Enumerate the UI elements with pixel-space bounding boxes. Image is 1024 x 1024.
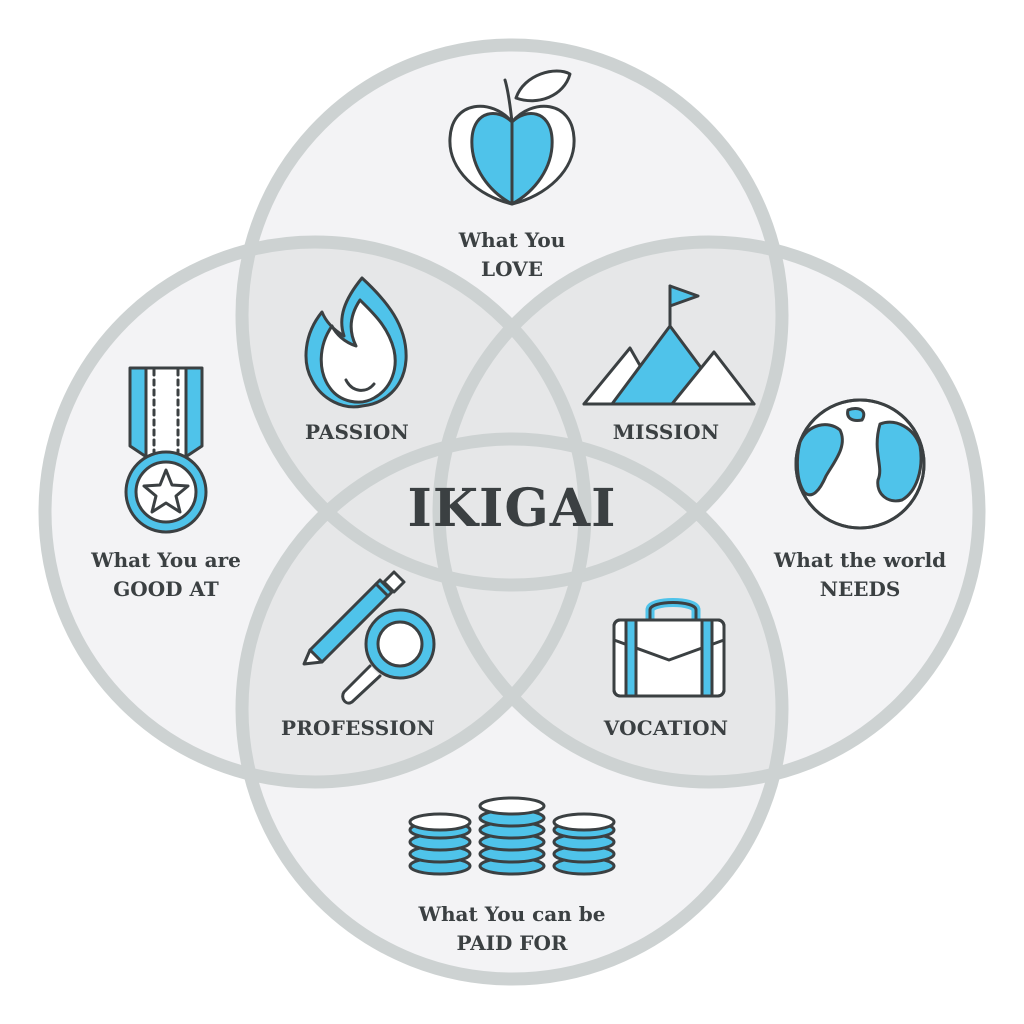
world-needs-line1: What the world xyxy=(773,548,947,572)
flame-icon xyxy=(304,276,408,409)
circle-label-paid-for: What You can be PAID FOR xyxy=(419,900,606,958)
intersection-label-vocation: VOCATION xyxy=(603,716,729,740)
circle-love xyxy=(235,38,789,592)
world-needs-line2: NEEDS xyxy=(819,577,901,601)
circle-rings xyxy=(38,38,986,986)
love-line1: What You xyxy=(458,228,566,252)
mountain-flag-icon xyxy=(582,284,756,406)
paid-for-line2: PAID FOR xyxy=(456,931,568,955)
globe-icon xyxy=(794,398,926,530)
intersection-label-profession: PROFESSION xyxy=(280,716,436,740)
intersection-label-mission: MISSION xyxy=(612,420,720,444)
circle-label-good-at: What You are GOOD AT xyxy=(91,546,241,604)
circle-world-needs xyxy=(432,235,986,789)
briefcase-icon xyxy=(612,598,726,698)
circle-label-love: What You LOVE xyxy=(459,226,566,284)
love-line2: LOVE xyxy=(481,257,543,281)
center-title: IKIGAI xyxy=(407,478,617,539)
circle-good-at xyxy=(38,235,592,789)
medal-icon xyxy=(124,366,208,534)
intersection-label-passion: PASSION xyxy=(304,420,410,444)
good-at-line1: What You are xyxy=(91,548,241,572)
coins-icon xyxy=(408,796,616,876)
good-at-line2: GOOD AT xyxy=(113,577,219,601)
circle-label-world-needs: What the world NEEDS xyxy=(774,546,946,604)
paid-for-line1: What You can be xyxy=(418,902,606,926)
circle-paid-for xyxy=(235,432,789,986)
pencil-magnifier-icon xyxy=(302,570,436,705)
apple-icon xyxy=(448,69,576,206)
